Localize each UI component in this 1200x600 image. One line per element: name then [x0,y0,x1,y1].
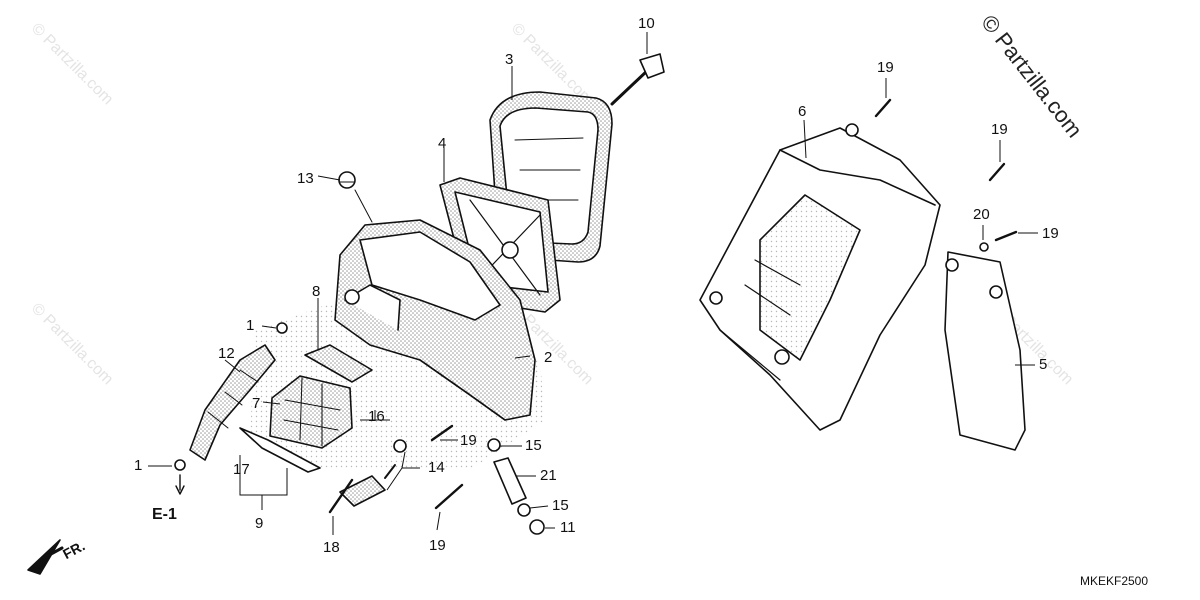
callout-20: 20 [973,206,990,223]
reference-arrow [175,474,185,495]
screw-part-19 [434,483,464,510]
callout-1: 1 [134,457,143,474]
callout-15: 15 [552,497,569,514]
clip-part-15 [517,503,531,517]
tube-part-21 [493,457,527,505]
plate-part-8 [304,344,373,383]
reed-valve-part-7 [269,375,353,449]
callout-18: 18 [323,539,340,556]
callout-1: 1 [246,317,255,334]
reference-e1-label: E-1 [152,506,177,523]
callout-15: 15 [525,437,542,454]
screw-part-14 [338,171,373,223]
callout-19: 19 [460,432,477,449]
clamp-part-1 [174,459,186,471]
screw-part-19 [994,230,1018,242]
sensor-part-13 [339,439,407,507]
clip-part-15 [487,438,501,452]
side-panel-part-5 [944,251,1026,451]
callout-19: 19 [1042,225,1059,242]
callout-10: 10 [638,15,655,32]
cap-part-11 [529,519,545,535]
diagram-code: MKEKF2500 [1080,574,1149,588]
callout-6: 6 [798,103,807,120]
callout-11: 11 [560,519,576,536]
callout-2: 2 [544,349,553,366]
callout-7: 7 [252,395,261,412]
callout-3: 3 [505,51,514,68]
side-cover-part-6 [699,123,941,431]
callout-21: 21 [540,467,557,484]
callout-14: 13 [297,170,314,187]
callout-17: 17 [233,461,250,478]
leader-lines [148,32,1038,535]
screw-part-19 [874,98,892,118]
callout-5: 5 [1039,356,1048,373]
strip-part-17 [239,427,321,473]
callout-9: 9 [255,515,264,532]
bolt-part-10 [610,53,665,106]
air-cleaner-case [334,219,536,421]
clamp-part-1 [276,322,288,334]
callout-19: 19 [429,537,446,554]
callout-12: 12 [218,345,235,362]
callout-8: 8 [312,283,321,300]
washer-part-20 [979,242,989,252]
screw-part-19 [988,162,1006,182]
screw-part-18 [328,478,354,514]
screw-part-19 [430,424,454,442]
callout-19: 19 [991,121,1008,138]
callout-13: 14 [428,459,445,476]
callout-19: 19 [877,59,894,76]
callout-16: 16 [368,408,385,425]
callout-4: 4 [438,135,447,152]
hose-part-12 [189,344,276,461]
